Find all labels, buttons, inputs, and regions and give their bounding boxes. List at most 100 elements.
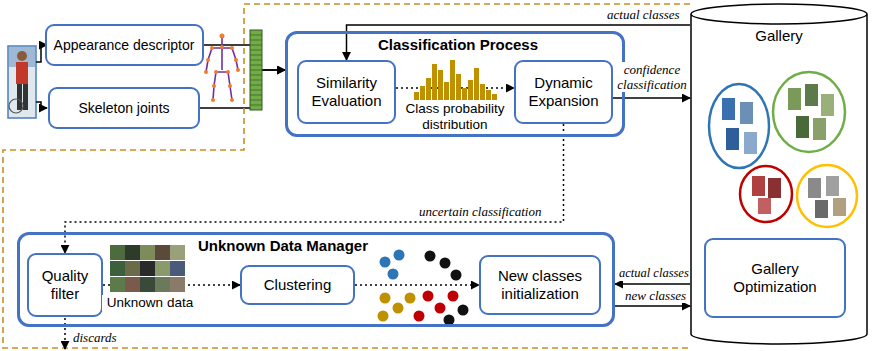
gallery-cylinder: GalleryGallery Optimization bbox=[690, 3, 868, 345]
discard-arrow bbox=[64, 318, 66, 349]
collage-tile bbox=[170, 245, 185, 260]
box-label: Similarity Evaluation bbox=[305, 74, 388, 110]
joint bbox=[236, 68, 240, 72]
process-box: New classes initialization bbox=[479, 255, 601, 315]
histogram-bar bbox=[456, 74, 461, 100]
histogram-bar bbox=[414, 92, 419, 100]
collage-tile bbox=[140, 245, 155, 260]
person-leg bbox=[23, 84, 28, 110]
edge-label: confidence classification bbox=[614, 62, 690, 92]
flow-arrow bbox=[615, 283, 690, 285]
thumbnail bbox=[740, 102, 753, 124]
flow-arrow bbox=[200, 70, 285, 108]
process-box: Clustering bbox=[240, 265, 355, 305]
class-cluster bbox=[709, 84, 769, 168]
thumbnail bbox=[808, 178, 821, 198]
flow-arrow bbox=[355, 284, 479, 286]
histogram-bar bbox=[480, 84, 485, 100]
dashed-boundary bbox=[3, 4, 690, 348]
histogram-bar bbox=[450, 60, 455, 100]
thumbnail bbox=[722, 98, 735, 120]
joint bbox=[204, 70, 208, 74]
thumbnail bbox=[744, 132, 757, 154]
flow-label: discards bbox=[72, 330, 118, 345]
histogram-bar bbox=[438, 70, 443, 100]
group-heading: Unknown Data Manager bbox=[198, 237, 368, 255]
class-cluster bbox=[797, 165, 857, 227]
cluster-dot bbox=[440, 258, 451, 269]
cluster-dots bbox=[378, 250, 469, 326]
cluster-dot bbox=[380, 257, 391, 268]
joint bbox=[220, 45, 224, 49]
cluster-dot bbox=[378, 311, 389, 322]
feature-vector bbox=[250, 30, 262, 110]
histogram-bar bbox=[432, 64, 437, 100]
cluster-dot bbox=[405, 293, 416, 304]
histogram-bar bbox=[444, 82, 449, 100]
collage-tile bbox=[155, 261, 170, 276]
caption-label: Class probability distribution bbox=[396, 101, 514, 133]
histogram-bar bbox=[462, 88, 467, 100]
process-box: Gallery Optimization bbox=[704, 238, 846, 318]
collage-tile bbox=[125, 277, 140, 292]
thumbnail bbox=[796, 116, 809, 138]
joint bbox=[228, 84, 232, 88]
thumbnail bbox=[813, 118, 826, 140]
process-box: Dynamic Expansion bbox=[514, 60, 613, 124]
edge-label: actual classes bbox=[618, 266, 690, 281]
edge-label: actual classes bbox=[606, 7, 681, 22]
collage-tile bbox=[155, 245, 170, 260]
skeleton-figure bbox=[206, 38, 238, 100]
module-box: Unknown Data ManagerQuality filter Cluste… bbox=[17, 232, 615, 327]
histogram-bar bbox=[474, 68, 479, 100]
collage-tile bbox=[125, 261, 140, 276]
joint bbox=[211, 98, 215, 102]
skeleton-joints bbox=[204, 34, 240, 103]
flow-arrow bbox=[347, 25, 691, 60]
person-image bbox=[8, 46, 36, 118]
module-box: Classification ProcessSimilarity Evaluat… bbox=[285, 31, 625, 137]
thumbnail bbox=[768, 178, 781, 198]
collage-tile bbox=[110, 245, 125, 260]
collage-tile bbox=[140, 277, 155, 292]
collage-tile bbox=[140, 261, 155, 276]
joint bbox=[210, 46, 214, 50]
cluster-dot bbox=[451, 270, 462, 281]
cluster-dot bbox=[388, 269, 399, 280]
edge-label: uncertain classification bbox=[418, 204, 542, 219]
cluster-dot bbox=[435, 303, 446, 314]
box-label: Clustering bbox=[264, 276, 332, 294]
cluster-dot bbox=[393, 303, 404, 314]
histogram-bar bbox=[468, 80, 473, 100]
joint bbox=[212, 84, 216, 88]
thumbnail bbox=[788, 88, 801, 110]
box-label: Quality filter bbox=[35, 267, 95, 303]
histogram-bar bbox=[420, 86, 425, 100]
process-box: Skeleton joints bbox=[48, 87, 200, 129]
edge-label: new classes bbox=[624, 288, 687, 303]
thumbnail bbox=[833, 198, 846, 216]
thumbnail bbox=[805, 84, 818, 106]
cluster-dot bbox=[414, 311, 425, 322]
box-label: New classes initialization bbox=[487, 267, 593, 303]
process-box: Appearance descriptor bbox=[45, 24, 204, 66]
cluster-dot bbox=[394, 250, 405, 261]
box-label: Skeleton joints bbox=[78, 99, 169, 117]
thumbnail bbox=[726, 128, 739, 150]
histogram-bar bbox=[486, 90, 491, 100]
input-arrow bbox=[36, 45, 47, 62]
thumbnail bbox=[826, 176, 839, 196]
process-box: Similarity Evaluation bbox=[297, 60, 396, 124]
joint bbox=[214, 70, 218, 74]
collage-tile bbox=[170, 261, 185, 276]
joint bbox=[234, 58, 238, 62]
collage-tile bbox=[170, 277, 185, 292]
box-label: Dynamic Expansion bbox=[522, 74, 605, 110]
histogram-bar bbox=[492, 94, 497, 100]
group-heading: Gallery bbox=[755, 27, 803, 45]
class-cluster bbox=[773, 72, 845, 152]
input-arrow bbox=[36, 102, 47, 108]
